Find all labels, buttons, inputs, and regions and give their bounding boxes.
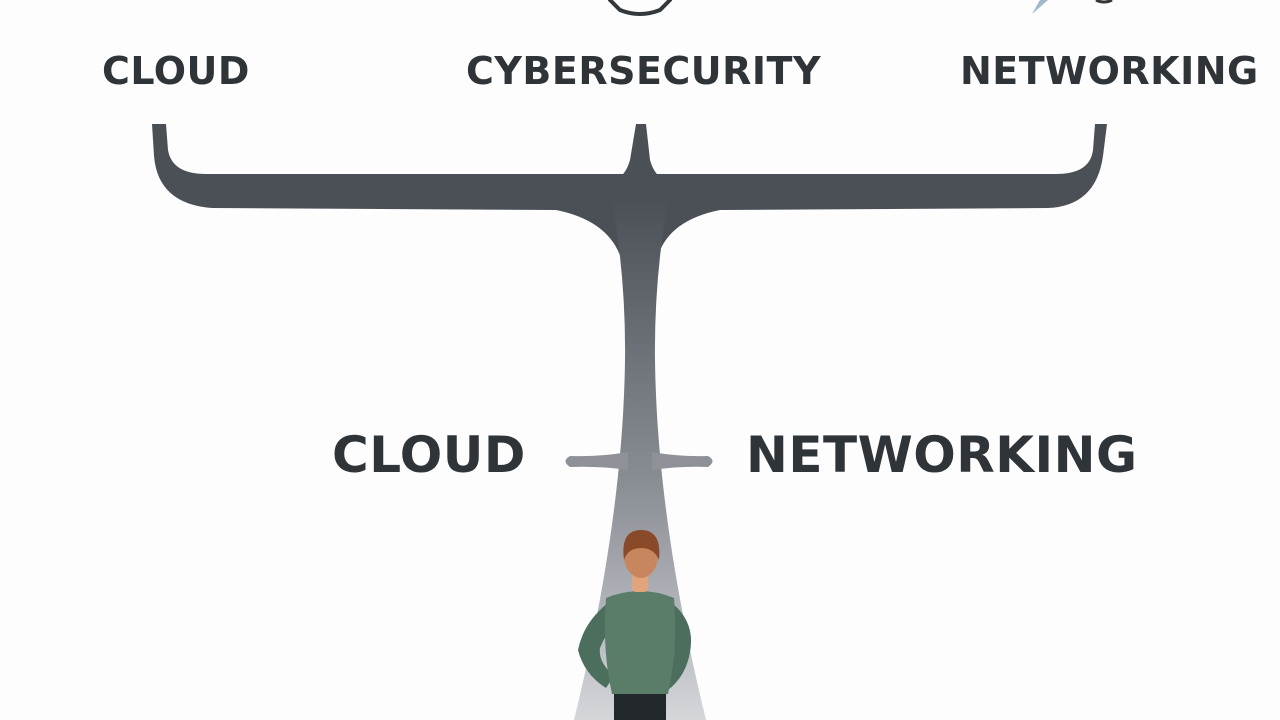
person-hair [623,530,660,560]
branch-mid-left-arm [565,452,628,470]
network-icon-node [1095,0,1113,4]
branch-crossbar [152,124,1107,270]
branch-stem [574,200,706,720]
person-figure [578,530,692,720]
branch-center-spike [618,124,662,178]
top-label-cybersecurity: CYBERSECURITY [466,49,821,93]
shield-icon [608,0,672,16]
network-icon [1032,0,1048,14]
top-label-cloud: CLOUD [102,49,250,93]
branch-mid-right-arm [652,452,713,470]
mid-label-networking: NETWORKING [746,426,1138,484]
top-label-networking: NETWORKING [960,49,1259,93]
person-torso [604,591,676,694]
mid-label-cloud: CLOUD [332,426,526,484]
